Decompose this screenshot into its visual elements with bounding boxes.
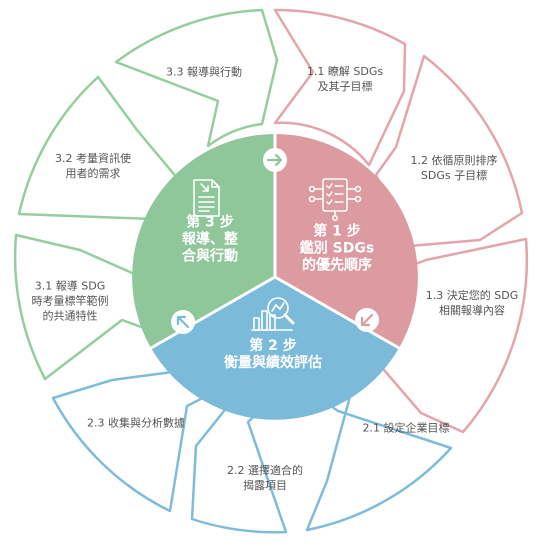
step3-title: 第 3 步 報導、整 合與行動 (182, 215, 238, 266)
center-pie (132, 134, 418, 420)
substep-3-2-label: 3.2 考量資訊使 用者的需求 (55, 152, 131, 180)
step2-title: 第 2 步 衡量與績效評估 (224, 338, 322, 372)
document-arrow-icon (193, 179, 220, 217)
arrow-up-left-badge (171, 310, 195, 334)
arc-1-1 (273, 8, 407, 167)
step1-title: 第 1 步 鑑別 SDGs 的優先順序 (300, 224, 374, 275)
substep-1-3-label: 1.3 決定您的 SDG 相關報導內容 (425, 289, 519, 317)
step2-line1: 衡量與績效評估 (224, 355, 322, 371)
arrow-right-badge (263, 148, 287, 172)
step1-number: 第 1 步 (313, 223, 361, 240)
step3-line2: 合與行動 (182, 248, 238, 265)
substep-1-2-label: 1.2 依循原則排序 SDGs 子目標 (410, 154, 498, 182)
substep-1-1-label: 1.1 瞭解 SDGs 及其子目標 (306, 65, 384, 93)
arc-3-3 (114, 8, 279, 148)
step3-number: 第 3 步 (186, 214, 234, 231)
arrow-down-left-badge (355, 308, 379, 332)
sector-step3 (132, 134, 275, 348)
step2-number: 第 2 步 (249, 338, 297, 354)
substep-2-2-label: 2.2 選擇適合的 揭露項目 (227, 464, 303, 492)
step1-line1: 鑑別 SDGs (299, 240, 375, 257)
outer-ring (13, 8, 529, 534)
magnifier-chart-icon (251, 297, 295, 331)
substep-3-3-label: 3.3 報導與行動 (166, 65, 242, 79)
step3-line1: 報導、整 (182, 231, 238, 248)
checklist-network-icon (308, 178, 362, 221)
substep-2-1-label: 2.1 設定企業目標 (362, 421, 450, 435)
step1-line2: 的優先順序 (302, 257, 372, 274)
substep-2-3-label: 2.3 收集與分析數據 (87, 416, 185, 430)
substep-3-1-label: 3.1 報導 SDG 時考量標竿範例 的共通特性 (31, 279, 109, 323)
